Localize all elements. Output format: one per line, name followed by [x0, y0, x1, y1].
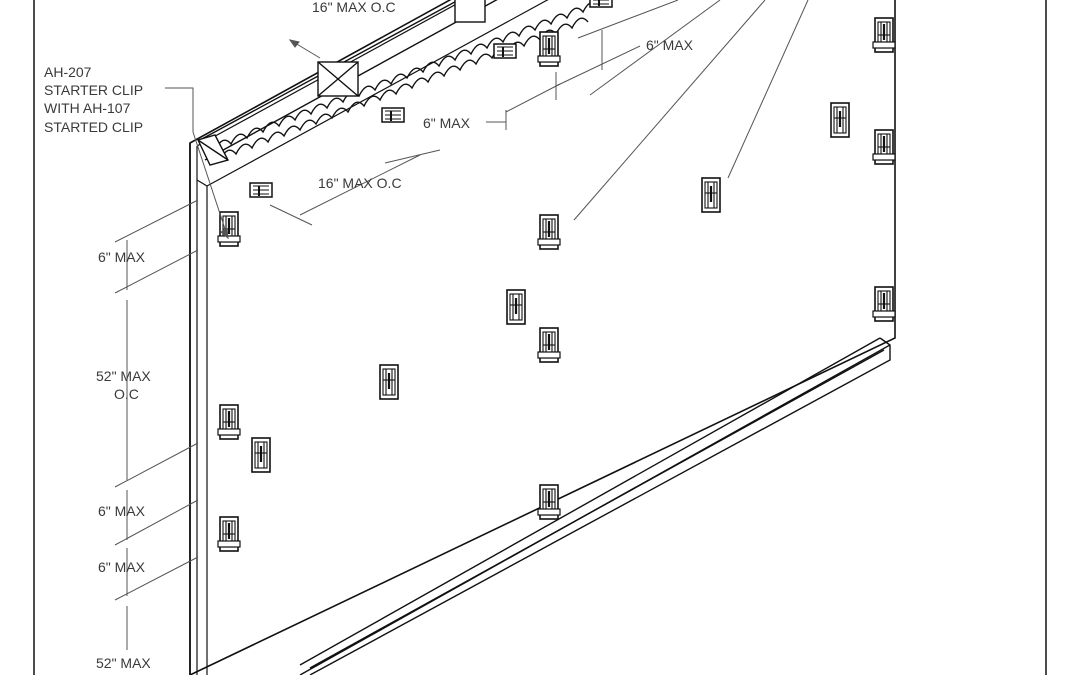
six-max-right-label: 6" MAX [646, 37, 694, 53]
left-six-max-1: 6" MAX [98, 249, 146, 265]
clip [871, 16, 897, 54]
clip [829, 101, 851, 139]
left-52-max: 52" MAX [96, 368, 151, 384]
left-six-max-2: 6" MAX [98, 503, 146, 519]
clip [381, 107, 405, 123]
labels: 16" MAX O.C AH-207 STARTER CLIP WITH AH-… [44, 0, 694, 671]
clip [536, 326, 562, 364]
top-oc-label: 16" MAX O.C [312, 0, 396, 15]
clip [536, 213, 562, 251]
clip [249, 182, 273, 198]
callout-line-2: STARTER CLIP [44, 82, 143, 98]
clip [536, 483, 562, 521]
left-oc: O.C [114, 386, 139, 402]
clip [505, 288, 527, 326]
clip [871, 285, 897, 323]
bottom-rail [299, 337, 891, 676]
clip [378, 363, 400, 401]
mid-oc-label: 16" MAX O.C [318, 175, 402, 191]
six-max-mid-label: 6" MAX [423, 115, 471, 131]
clip [250, 436, 272, 474]
clip [700, 176, 722, 214]
clip [536, 30, 562, 68]
left-52-max-2: 52" MAX [96, 655, 151, 671]
clip [871, 128, 897, 166]
clip [589, 0, 613, 8]
dimension-lines [114, 0, 809, 650]
callout-line-4: STARTED CLIP [44, 119, 143, 135]
callout-line-1: AH-207 [44, 64, 92, 80]
clip [216, 515, 242, 553]
clip [216, 403, 242, 441]
insulation-roll [197, 0, 600, 166]
callout-line-3: WITH AH-107 [44, 100, 131, 116]
clip [493, 43, 517, 59]
left-six-max-3: 6" MAX [98, 559, 146, 575]
